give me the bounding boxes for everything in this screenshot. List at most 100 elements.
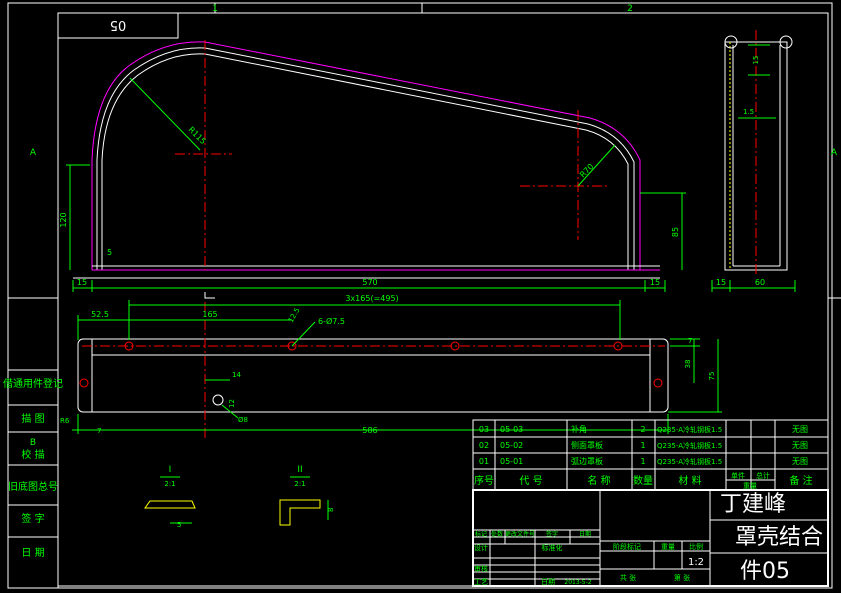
outer-frame — [7, 2, 833, 589]
strip-4: 旧底图总号 — [8, 480, 58, 493]
hole-6 — [653, 378, 663, 388]
tb-sheet-no: 第 张 — [674, 573, 690, 582]
rotated-drawing-number: 05 — [110, 17, 127, 32]
dim-14: 14 — [232, 371, 241, 379]
detail-1-dim: 5 — [177, 521, 181, 529]
dim-r6: R6 — [60, 417, 70, 425]
dim-75: 75 — [708, 372, 716, 381]
tb-drawing-name-1: 罩壳结合 — [735, 525, 823, 550]
slot-hole — [212, 394, 224, 406]
strip-6: 日 期 — [21, 547, 44, 559]
tb-design: 设计 — [474, 543, 488, 552]
title-block: 标记 处数 更改文件号 签字 日期 设计 标准化 审核 工艺 日期 2013-5… — [472, 489, 829, 587]
inner-frame — [57, 12, 829, 587]
side-dim-60: 60 — [755, 278, 765, 287]
tb-change: 更改文件号 — [505, 530, 535, 538]
detail-1-label: I — [169, 465, 172, 475]
bom-row-1-qty: 2 — [640, 425, 645, 434]
front-view: R115 R70 120 85 570 15 15 5 — [59, 40, 686, 299]
detail-2-scale: 2:1 — [294, 480, 305, 488]
hole-2 — [287, 341, 297, 351]
zone-1-label: 1 — [212, 4, 218, 14]
hole-3 — [450, 341, 460, 351]
dim-7-left: 7 — [97, 427, 101, 435]
strip-5: 签 字 — [21, 512, 44, 525]
bom-row-1-material: Q235-A冷轧钢板1.5 — [657, 425, 722, 434]
dim-holes: 6-Ø7.5 — [318, 316, 345, 326]
tb-scale: 比例 — [689, 542, 703, 551]
tb-craft: 工艺 — [474, 578, 488, 586]
tb-stage: 阶段标记 — [613, 542, 641, 551]
bom-row-1-note: 无图 — [792, 425, 808, 434]
bom-header-name: 名 称 — [587, 474, 610, 487]
bom-row-2-seq: 02 — [479, 441, 489, 450]
tb-mark: 标记 — [475, 530, 487, 538]
dim-7-right: 7 — [688, 337, 692, 345]
bom-row-2-material: Q235-A冷轧钢板1.5 — [657, 441, 722, 450]
bom-row-1-code: 05-03 — [500, 425, 523, 434]
zone-a-right-label: A — [831, 148, 838, 158]
bom-row-3-code: 05-01 — [500, 457, 523, 466]
hole-1 — [124, 341, 134, 351]
tb-weight: 重量 — [661, 543, 675, 551]
bom-row-2-name: 侧面罩板 — [571, 440, 603, 450]
bom-row-2-code: 05-02 — [500, 441, 523, 450]
tb-scale-value: 1:2 — [688, 557, 704, 568]
side-dim-15-bottom: 15 — [716, 278, 726, 287]
bom-header-seq: 序号 — [474, 474, 494, 487]
dim-586: 586 — [362, 426, 377, 435]
bom-row-3-qty: 1 — [640, 457, 645, 466]
side-dim-15: 15 — [752, 56, 760, 65]
side-view: 15 1.5 15 60 — [711, 30, 796, 292]
tb-review: 审核 — [474, 564, 488, 573]
zone-b-label: B — [30, 438, 36, 448]
detail-2-dim: 8 — [327, 508, 335, 512]
hole-4 — [613, 341, 623, 351]
bom-row-2-qty: 1 — [640, 441, 645, 450]
dim-85: 85 — [671, 227, 680, 237]
zone-2-label: 2 — [627, 4, 633, 14]
dim-12-5: 12.5 — [287, 306, 302, 324]
tb-company: 丁建峰 — [720, 492, 786, 517]
dim-570: 570 — [362, 278, 377, 287]
bom-header-code: 代 号 — [519, 475, 542, 487]
tb-sign: 签字 — [546, 530, 558, 538]
bom-row-3-note: 无图 — [792, 457, 808, 466]
tb-std: 标准化 — [542, 543, 563, 552]
tb-date2: 日期 — [541, 578, 555, 586]
side-dim-1-5: 1.5 — [743, 108, 754, 116]
bom-header-total: 总计 — [756, 471, 770, 480]
tb-count: 处数 — [491, 530, 503, 538]
dim-15-right: 15 — [650, 278, 660, 287]
tb-date-value: 2013-5-2 — [564, 579, 591, 586]
tb-date: 日期 — [579, 530, 591, 538]
zone-a-label: A — [30, 148, 37, 158]
tb-drawing-name-2: 件05 — [740, 559, 790, 584]
bom-row-2-note: 无图 — [792, 441, 808, 450]
detail-views: I 2:1 5 II 2:1 8 — [144, 465, 335, 529]
bom-header-qty: 数量 — [633, 474, 653, 487]
dim-165: 165 — [202, 310, 217, 319]
dim-r70: R70 — [578, 162, 596, 180]
dim-38: 38 — [684, 360, 692, 369]
dim-12: 12 — [228, 399, 236, 408]
strip-1: 借通用件登记 — [3, 377, 63, 390]
bom-table: 03 05-03 补角 2 Q235-A冷轧钢板1.5 无图 02 05-02 … — [472, 419, 829, 491]
bom-header-note: 备 注 — [789, 474, 812, 487]
bom-row-1-name: 补角 — [571, 424, 587, 434]
tb-sheet-total: 共 张 — [620, 573, 636, 582]
detail-1-scale: 2:1 — [164, 480, 175, 488]
bom-header-material: 材 料 — [678, 474, 701, 487]
dim-phi8: Ø8 — [238, 416, 248, 424]
dim-120: 120 — [59, 212, 68, 227]
bom-row-3-seq: 01 — [479, 457, 489, 466]
strip-3: 校 描 — [21, 448, 44, 461]
plan-view: 3x165(=495) 52.5 165 6-Ø7.5 12.5 7 38 75… — [60, 294, 722, 440]
bom-row-3-material: Q235-A冷轧钢板1.5 — [657, 457, 722, 466]
bom-header-weight: 重量 — [743, 482, 757, 490]
hole-5 — [79, 378, 89, 388]
detail-2-label: II — [297, 465, 302, 475]
bom-row-3-name: 弧边罩板 — [571, 456, 603, 466]
left-strip: 借通用件登记 描 图 校 描 旧底图总号 签 字 日 期 — [3, 369, 63, 589]
